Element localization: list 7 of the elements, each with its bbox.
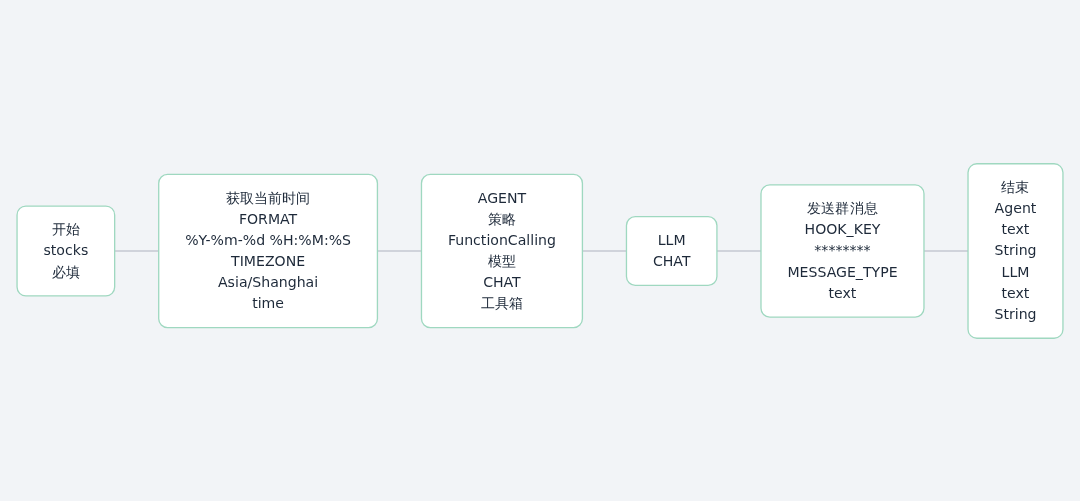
node-box: 开始 stocks 必填 [16, 204, 116, 297]
node-box: LLM CHAT [625, 215, 718, 286]
node-box: AGENT 策略 FunctionCalling 模型 CHAT 工具箱 [420, 173, 584, 328]
node-box: 结束 Agent text String LLM text String [967, 162, 1064, 339]
node-box: 发送群消息 HOOK_KEY ******** MESSAGE_TYPE text [760, 183, 925, 318]
node-box: 获取当前时间 FORMAT %Y-%m-%d %H:%M:%S TIMEZONE Asia/Shanghai time [158, 173, 379, 328]
connector [923, 249, 969, 252]
